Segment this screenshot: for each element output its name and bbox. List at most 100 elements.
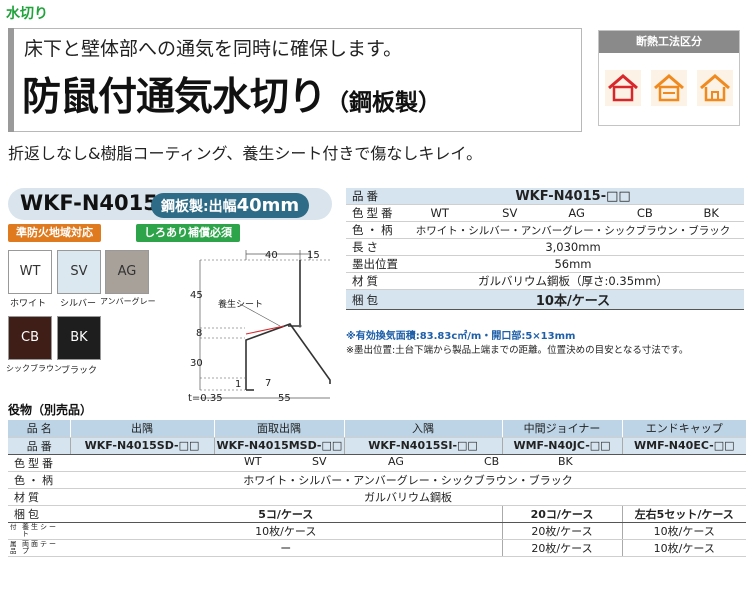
header-box (8, 28, 582, 132)
spec-label: 品番 (346, 188, 402, 205)
spec-value: 3,030mm (402, 238, 744, 256)
acc-part-number-row: 品番 WKF-N4015SD-□□ WKF-N4015MSD-□□ WKF-N4… (8, 437, 746, 455)
acc-packing-value: 20コ/ケース (501, 505, 622, 523)
acc-color-code: CB (484, 454, 500, 468)
acc-header: 品名 (8, 420, 70, 438)
spec-label: 色・柄 (346, 221, 402, 239)
accessories-table: 品名 出隅 面取出隅 入隅 中間ジョイナー エンドキャップ 品番 WKF-N40… (8, 420, 746, 557)
spec-label: 梱包 (346, 289, 402, 310)
swatch-label: アンバーグレー (100, 297, 156, 306)
spec-note-marking: ※墨出位置:土台下端から製品上端までの距離。位置決めの目安となる寸法です。 (346, 345, 689, 356)
acc-packing-value: 左右5セット/ケース (621, 505, 746, 523)
dim-base-width: 55 (278, 393, 291, 404)
swatch-code: AG (117, 264, 137, 279)
house-red-icon (605, 70, 641, 106)
acc-color-pattern-row: 色・柄 ホワイト・シルバー・アンバーグレー・シックブラウン・ブラック (8, 471, 746, 489)
acc-label: 色・柄 (8, 471, 70, 489)
spec-row-material: 材質 ガルバリウム鋼板（厚さ:0.35mm） (346, 272, 744, 290)
house-orange-outline-icon (697, 70, 733, 106)
spec-value: 56mm (402, 255, 744, 273)
dim-lower-height: 30 (190, 358, 203, 369)
acc-sheet-value: 20枚/ケース (501, 522, 622, 540)
dim-top-width: 40 (265, 250, 278, 261)
accessories-title: 役物（別売品） (8, 403, 93, 417)
spec-row-color-codes: 色型番 WT SV AG CB BK (346, 204, 744, 222)
spec-note-ventilation: ※有効換気面積:83.83c㎡/m・開口部:5×13mm (346, 331, 576, 342)
spec-row-length: 長さ 3,030mm (346, 238, 744, 256)
dim-upper-height: 45 (190, 290, 203, 301)
acc-sheet-value: 10枚/ケース (621, 522, 746, 540)
spec-row-part-number: 品番 WKF-N4015-□□ (346, 188, 744, 205)
spec-value: ガルバリウム鋼板（厚さ:0.35mm） (402, 272, 744, 290)
swatch-bk: BK (57, 316, 101, 360)
acc-part-number: WKF-N4015MSD-□□ (213, 437, 344, 455)
swatch-cb: CB (8, 316, 52, 360)
swatch-ag: AG (105, 250, 149, 294)
acc-label: 材質 (8, 488, 70, 506)
acc-color-codes: WT SV AG CB BK (70, 454, 746, 472)
acc-header: エンドキャップ (621, 420, 746, 438)
acc-header-row: 品名 出隅 面取出隅 入隅 中間ジョイナー エンドキャップ (8, 420, 746, 438)
swatch-label: ホワイト (10, 299, 47, 309)
acc-tape-row: 属品両面テープ ー 20枚/ケース 10枚/ケース (8, 539, 746, 557)
spec-label: 色型番 (346, 204, 402, 222)
acc-color-code: SV (312, 454, 327, 468)
swatch-code: WT (19, 264, 41, 279)
cross-section-diagram (199, 250, 331, 399)
dim-plate-thickness: t=0.35 (188, 393, 223, 404)
acc-color-code: WT (244, 454, 262, 468)
spec-color-code: AG (542, 204, 612, 222)
acc-header: 中間ジョイナー (501, 420, 622, 438)
swatch-sv: SV (57, 250, 101, 294)
model-spec: 鋼板製:出幅40mm (151, 193, 310, 218)
acc-material-value: ガルバリウム鋼板 (70, 488, 746, 506)
spec-row-marking: 墨出位置 56mm (346, 255, 744, 273)
swatch-code: SV (70, 264, 88, 279)
product-title: 防鼠付通気水切り（鋼板製） (22, 66, 441, 122)
acc-attached-label: 付 (10, 522, 19, 531)
acc-tape-value: ー (70, 539, 502, 557)
acc-packing-row: 梱包 5コ/ケース 20コ/ケース 左右5セット/ケース (8, 505, 746, 523)
acc-part-number: WKF-N4015SD-□□ (69, 437, 214, 455)
product-title-sub: （鋼板製） (326, 90, 442, 116)
acc-label: 色型番 (8, 454, 70, 472)
category-title: 水切り (6, 6, 48, 22)
model-spec-prefix: 鋼板製:出幅 (161, 199, 237, 215)
acc-sheet-row: 付養生シート 10枚/ケース 20枚/ケース 10枚/ケース (8, 522, 746, 540)
acc-attached-tape-label: 属品両面テープ (8, 539, 70, 557)
spec-color-code: WT (402, 204, 478, 222)
spec-color-code: CB (611, 204, 679, 222)
dim-thickness-1: 1 (235, 379, 242, 390)
spec-row-packing: 梱包 10本/ケース (346, 289, 744, 310)
house-orange-icon (651, 70, 687, 106)
model-code: WKF-N4015 (20, 191, 158, 215)
spec-color-code: BK (678, 204, 744, 222)
spec-label: 材質 (346, 272, 402, 290)
insulation-heading: 断熱工法区分 (599, 31, 739, 53)
spec-value: 10本/ケース (402, 289, 744, 310)
acc-header: 入隅 (343, 420, 502, 438)
acc-part-number: WKF-N4015SI-□□ (343, 437, 502, 455)
swatch-label: シックブラウン (6, 364, 62, 373)
acc-part-number: WMF-N40JC-□□ (501, 437, 622, 455)
acc-packing-value: 5コ/ケース (70, 505, 502, 523)
acc-attached-label: 属品 (10, 539, 19, 555)
badge-termite: しろあり補償必須 (136, 224, 240, 242)
acc-attached-sheet-label: 付養生シート (8, 522, 70, 540)
swatch-label: シルバー (60, 299, 97, 309)
tagline: 床下と壁体部への通気を同時に確保します。 (24, 38, 403, 60)
acc-tape-value: 10枚/ケース (621, 539, 746, 557)
acc-color-value: ホワイト・シルバー・アンバーグレー・シックブラウン・ブラック (70, 471, 746, 489)
acc-header: 出隅 (69, 420, 214, 438)
acc-color-code: AG (388, 454, 404, 468)
spec-table: 品番 WKF-N4015-□□ 色型番 WT SV AG CB BK 色・柄 ホ… (346, 188, 744, 310)
swatch-code: CB (21, 330, 39, 345)
lead-text: 折返しなし&樹脂コーティング、養生シート付きで傷なしキレイ。 (8, 144, 483, 163)
spec-value: ホワイト・シルバー・アンバーグレー・シックブラウン・ブラック (402, 221, 744, 239)
acc-sheet-value: 10枚/ケース (70, 522, 502, 540)
product-title-main: 防鼠付通気水切り (22, 75, 327, 120)
acc-color-code: BK (558, 454, 573, 468)
dim-step: 7 (265, 378, 272, 389)
swatch-label: ブラック (61, 366, 98, 376)
acc-label: 梱包 (8, 505, 70, 523)
